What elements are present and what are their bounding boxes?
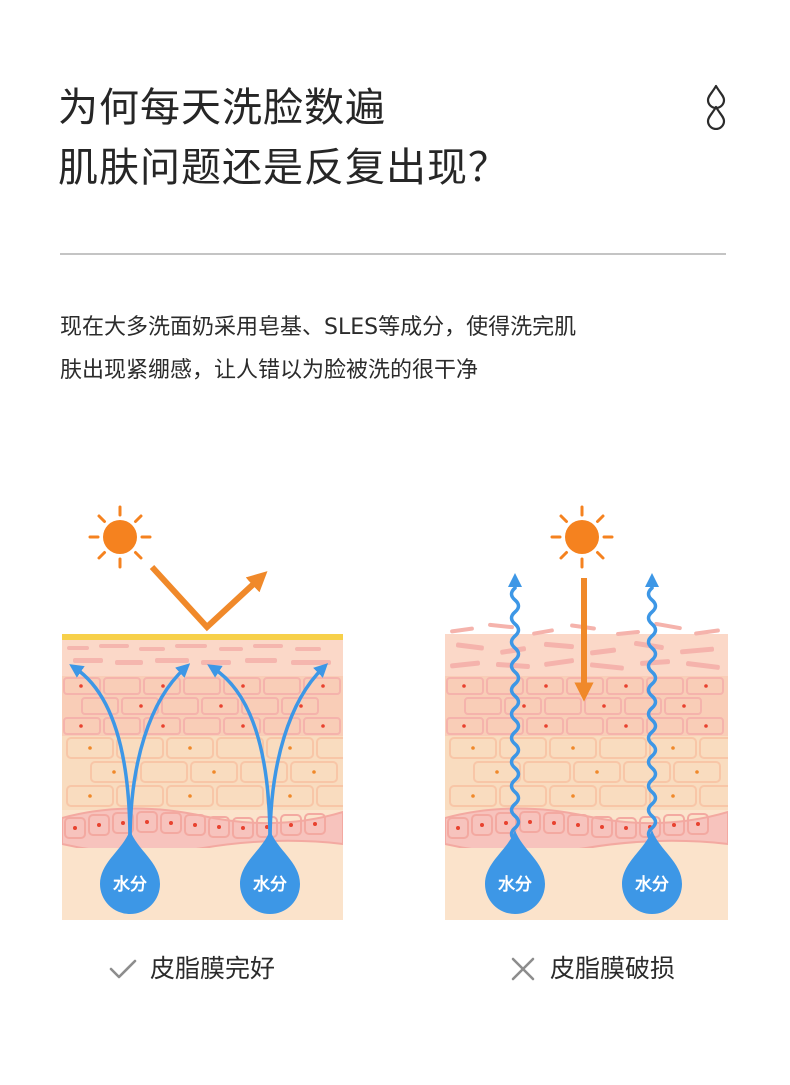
water-drops-icon [706, 84, 726, 130]
moisture-arrows [69, 663, 329, 843]
svg-text:水分: 水分 [113, 874, 147, 895]
caption-intact: 皮脂膜完好 [108, 953, 275, 985]
caption-damaged-label: 皮脂膜破损 [550, 954, 676, 983]
svg-text:水分: 水分 [635, 874, 669, 895]
water-drop-right: 水分 [240, 830, 300, 914]
water-drop-right: 水分 [622, 830, 682, 914]
intro-text: 现在大多洗面奶采用皂基、SLES等成分，使得洗完肌 肤出现紧绷感，让人错以为脸被… [60, 306, 740, 392]
water-drop-left: 水分 [485, 830, 545, 914]
water-drop-left: 水分 [100, 830, 160, 914]
caption-intact-label: 皮脂膜完好 [150, 954, 276, 983]
skin-diagram-damaged: 水分 水分 [440, 500, 735, 925]
headline-line-2: 肌肤问题还是反复出现？ [58, 145, 509, 191]
sun-icon [88, 505, 152, 569]
headline: 为何每天洗脸数遍 肌肤问题还是反复出现？ [58, 78, 509, 198]
skin-diagram-intact: 水分 水分 [55, 500, 350, 925]
headline-line-1: 为何每天洗脸数遍 [58, 85, 386, 131]
svg-text:水分: 水分 [498, 874, 532, 895]
check-icon [109, 959, 137, 979]
cross-icon [511, 957, 535, 981]
intro-line-2: 肤出现紧绷感，让人错以为脸被洗的很干净 [60, 358, 479, 383]
moisture-escape-arrows [508, 573, 659, 842]
svg-text:水分: 水分 [253, 874, 287, 895]
sebum-film [62, 634, 343, 640]
uv-reflect-arrow [149, 564, 268, 632]
intro-line-1: 现在大多洗面奶采用皂基、SLES等成分，使得洗完肌 [60, 315, 577, 340]
section-divider [60, 253, 726, 255]
skin-cross-section [62, 634, 343, 920]
sun-icon [550, 505, 614, 569]
caption-damaged: 皮脂膜破损 [508, 953, 675, 985]
